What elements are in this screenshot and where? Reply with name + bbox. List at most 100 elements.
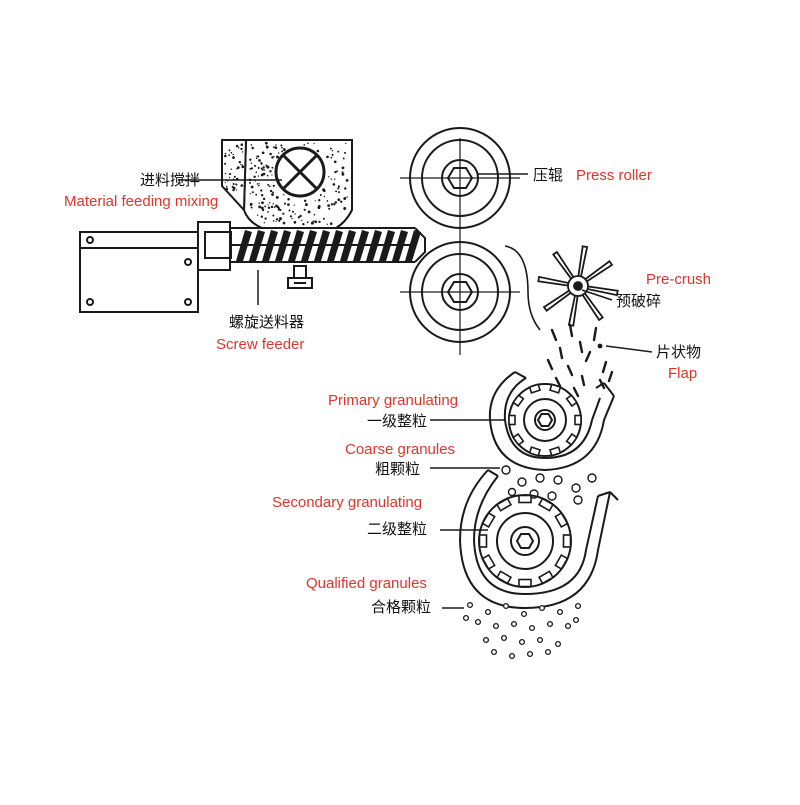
qualified-granule (462, 614, 470, 622)
material-speck (341, 171, 344, 174)
material-speck (265, 164, 268, 167)
material-speck (240, 184, 244, 187)
material-speck (240, 143, 244, 146)
qualified-granule (554, 640, 562, 648)
material-speck (261, 151, 265, 155)
material-speck (256, 155, 258, 157)
rotor-tooth (481, 553, 496, 571)
material-speck (267, 204, 269, 206)
material-speck (330, 156, 333, 159)
material-speck (233, 175, 236, 178)
material-speck (307, 210, 311, 214)
screw-flight (262, 230, 278, 261)
material-speck (334, 170, 337, 174)
material-speck (342, 157, 345, 160)
flake (546, 358, 554, 371)
material-speck (269, 152, 272, 156)
rotor-tooth (574, 414, 582, 426)
material-speck (277, 152, 280, 154)
label-flap-en: Flap (668, 365, 697, 382)
material-speck (344, 187, 347, 190)
material-speck (265, 141, 268, 145)
material-speck (281, 150, 284, 153)
screw-flight (392, 230, 408, 261)
label-secondary-zh: 二级整粒 (367, 520, 427, 538)
primary-granulator (488, 371, 615, 472)
material-speck (268, 185, 271, 188)
material-speck (335, 190, 338, 193)
material-speck (343, 197, 347, 200)
material-speck (337, 150, 340, 153)
material-speck (334, 201, 337, 204)
material-speck (330, 203, 334, 206)
qualified-granule (536, 636, 544, 644)
coarse-granule (587, 473, 597, 483)
screw-flight (340, 230, 356, 261)
material-speck (345, 179, 349, 182)
material-speck (303, 199, 307, 203)
flake (607, 370, 614, 383)
material-speck (318, 220, 321, 224)
rotor-tooth (537, 497, 555, 512)
label-screw-en: Screw feeder (216, 336, 304, 353)
label-primary-zh: 一级整粒 (367, 412, 427, 430)
press-roller-bottom (400, 241, 520, 343)
flake (554, 376, 562, 388)
coarse-granule (507, 487, 517, 497)
material-speck (228, 149, 231, 152)
material-speck (232, 182, 235, 186)
material-speck (303, 144, 306, 146)
material-speck (267, 183, 270, 186)
material-speck (225, 187, 229, 191)
material-speck (294, 213, 296, 215)
material-speck (241, 164, 244, 166)
rotor-tooth (537, 570, 555, 585)
rotor-tooth (548, 446, 562, 457)
flakes (546, 323, 614, 398)
material-speck (310, 221, 314, 225)
material-speck (250, 162, 253, 164)
material-speck (326, 223, 328, 225)
material-speck (230, 168, 233, 170)
screw-flight (275, 230, 291, 261)
rotor-tooth (518, 494, 532, 504)
material-speck (278, 219, 281, 222)
material-speck (346, 196, 348, 198)
material-speck (233, 156, 235, 158)
material-speck (272, 146, 275, 149)
material-speck (275, 195, 279, 199)
qualified-granule (518, 638, 526, 646)
crusher-blade (582, 260, 614, 284)
qualified-granule (510, 620, 518, 628)
material-speck (287, 203, 290, 206)
material-speck (256, 183, 259, 185)
coarse-granule (501, 465, 511, 475)
hopper-material (224, 141, 349, 226)
material-speck (319, 194, 322, 196)
qualified-granule (528, 624, 536, 632)
material-speck (275, 144, 277, 146)
material-speck (224, 162, 227, 165)
rotor-tooth (495, 497, 513, 512)
material-speck (261, 208, 265, 212)
material-speck (276, 155, 279, 159)
material-speck (274, 146, 278, 150)
material-speck (283, 194, 285, 196)
material-speck (262, 166, 265, 169)
material-speck (341, 172, 345, 176)
material-speck (265, 145, 268, 147)
material-speck (283, 148, 286, 151)
material-speck (280, 144, 283, 147)
label-coarse-en: Coarse granules (345, 441, 455, 458)
material-speck (331, 153, 334, 156)
qualified-granule (520, 610, 528, 618)
rotor-tooth (554, 553, 569, 571)
qualified-granules (462, 601, 582, 660)
label-secondary-en: Secondary granulating (272, 494, 422, 511)
material-speck (338, 185, 341, 188)
flake (572, 386, 580, 398)
material-speck (262, 197, 266, 201)
rotor-tooth (528, 383, 542, 394)
material-speck (262, 172, 266, 176)
